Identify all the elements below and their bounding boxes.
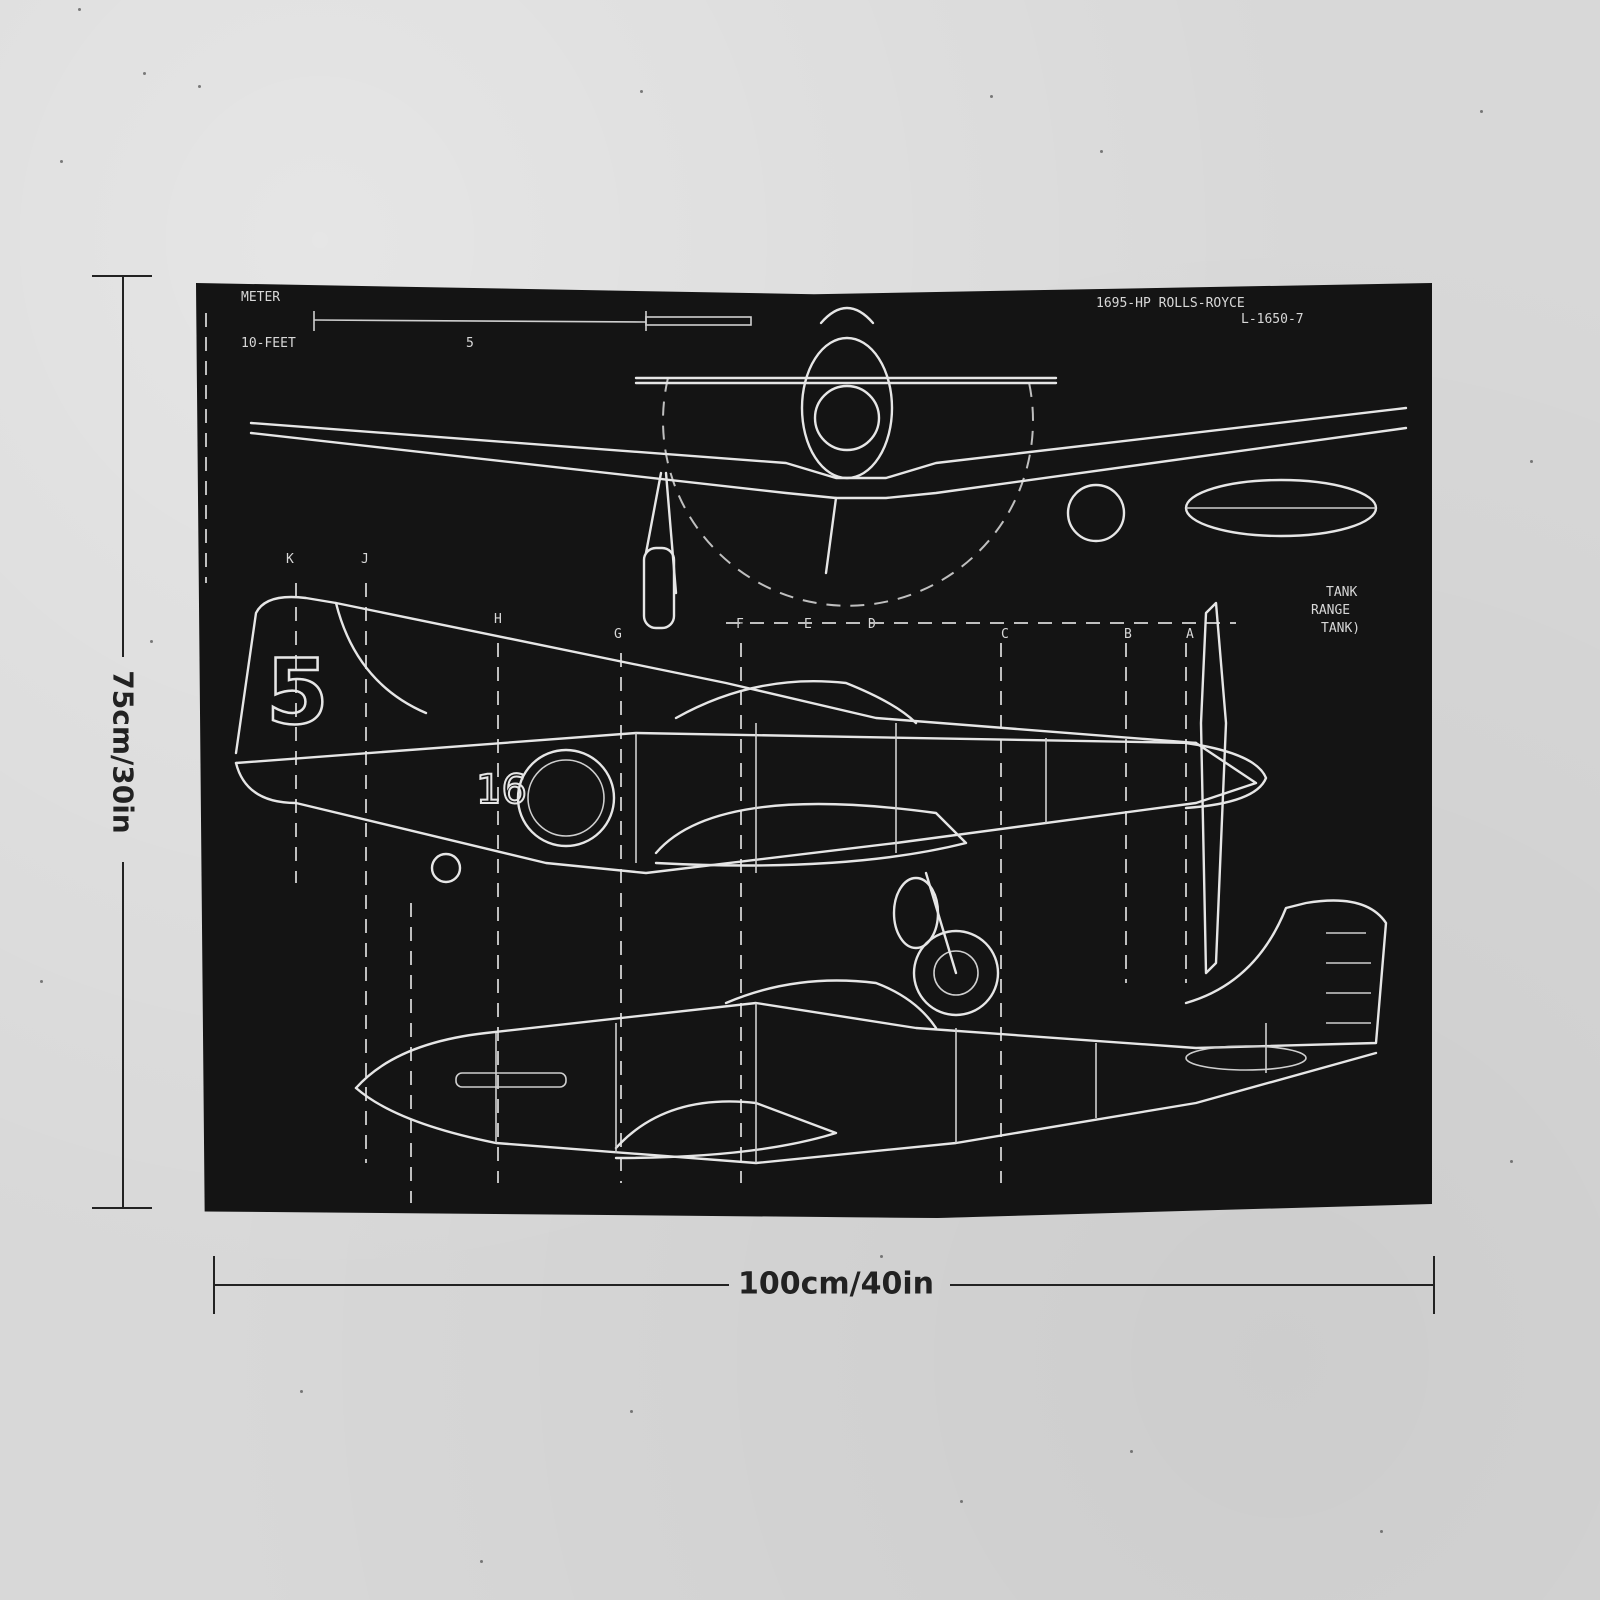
- scale-left-label: 10-FEET: [241, 336, 296, 351]
- wall-speck: [640, 90, 643, 93]
- wall-speck: [1480, 110, 1483, 113]
- wall-speck: [60, 160, 63, 163]
- scale-bar: 10-FEET 5 METER: [241, 290, 752, 351]
- svg-text:K: K: [286, 552, 294, 567]
- wall-speck: [40, 980, 43, 983]
- svg-text:F: F: [736, 617, 744, 632]
- svg-text:C: C: [1001, 627, 1009, 642]
- svg-text:H: H: [494, 612, 502, 627]
- wall-speck: [1530, 460, 1533, 463]
- tank-label-3: TANK): [1321, 621, 1360, 636]
- width-dimension-label: 100cm/40in: [737, 1266, 935, 1302]
- wall-speck: [1100, 150, 1103, 153]
- front-view-aircraft: [249, 306, 1408, 630]
- wall-speck: [880, 1255, 883, 1258]
- wall-speck: [1510, 1160, 1513, 1163]
- fuselage-code: 16: [476, 767, 527, 813]
- svg-text:A: A: [1186, 627, 1194, 642]
- wall-speck: [480, 1560, 483, 1563]
- height-dimension-line-top: [122, 275, 124, 657]
- tapestry: 10-FEET 5 METER 1695-HP ROLLS-ROYCE L-16…: [196, 283, 1432, 1218]
- wall-speck: [1380, 1530, 1383, 1533]
- height-dimension-bottom-cap: [92, 1207, 152, 1209]
- svg-text:D: D: [868, 617, 876, 632]
- station-lines: [295, 583, 1236, 1203]
- height-dimension-line-bottom: [122, 862, 124, 1208]
- wall-speck: [300, 1390, 303, 1393]
- height-dimension-label: 75cm/30in: [106, 670, 140, 834]
- propeller-arc: [662, 377, 1034, 607]
- engine-label-1: 1695-HP ROLLS-ROYCE: [1096, 296, 1245, 311]
- wall-speck: [143, 72, 146, 75]
- svg-text:J: J: [361, 552, 369, 567]
- tank-label-2: RANGE: [1311, 603, 1350, 618]
- blueprint-artwork: 10-FEET 5 METER 1695-HP ROLLS-ROYCE L-16…: [205, 290, 1408, 1203]
- svg-text:G: G: [614, 627, 622, 642]
- svg-text:B: B: [1124, 627, 1132, 642]
- side-view-aircraft-lower: [354, 899, 1388, 1165]
- tank-label-1: TANK: [1326, 585, 1357, 600]
- station-letters: K J H G F E D C B A: [286, 552, 1194, 642]
- width-dimension-right-cap: [1433, 1256, 1435, 1314]
- wall-speck: [990, 95, 993, 98]
- svg-text:E: E: [804, 617, 812, 632]
- tail-number: 5: [266, 640, 329, 745]
- wall-speck: [1130, 1450, 1133, 1453]
- engine-label-2: L-1650-7: [1241, 312, 1304, 327]
- wall-speck: [630, 1410, 633, 1413]
- side-view-aircraft-upper: 5 16: [234, 595, 1268, 1017]
- width-dimension-line-right: [950, 1284, 1435, 1286]
- scale-top-label: METER: [241, 290, 280, 305]
- scale-mid-label: 5: [466, 336, 474, 351]
- wall-speck: [198, 85, 201, 88]
- wall-speck: [78, 8, 81, 11]
- width-dimension-line-left: [213, 1284, 729, 1286]
- wall-speck: [150, 640, 153, 643]
- wall-speck: [960, 1500, 963, 1503]
